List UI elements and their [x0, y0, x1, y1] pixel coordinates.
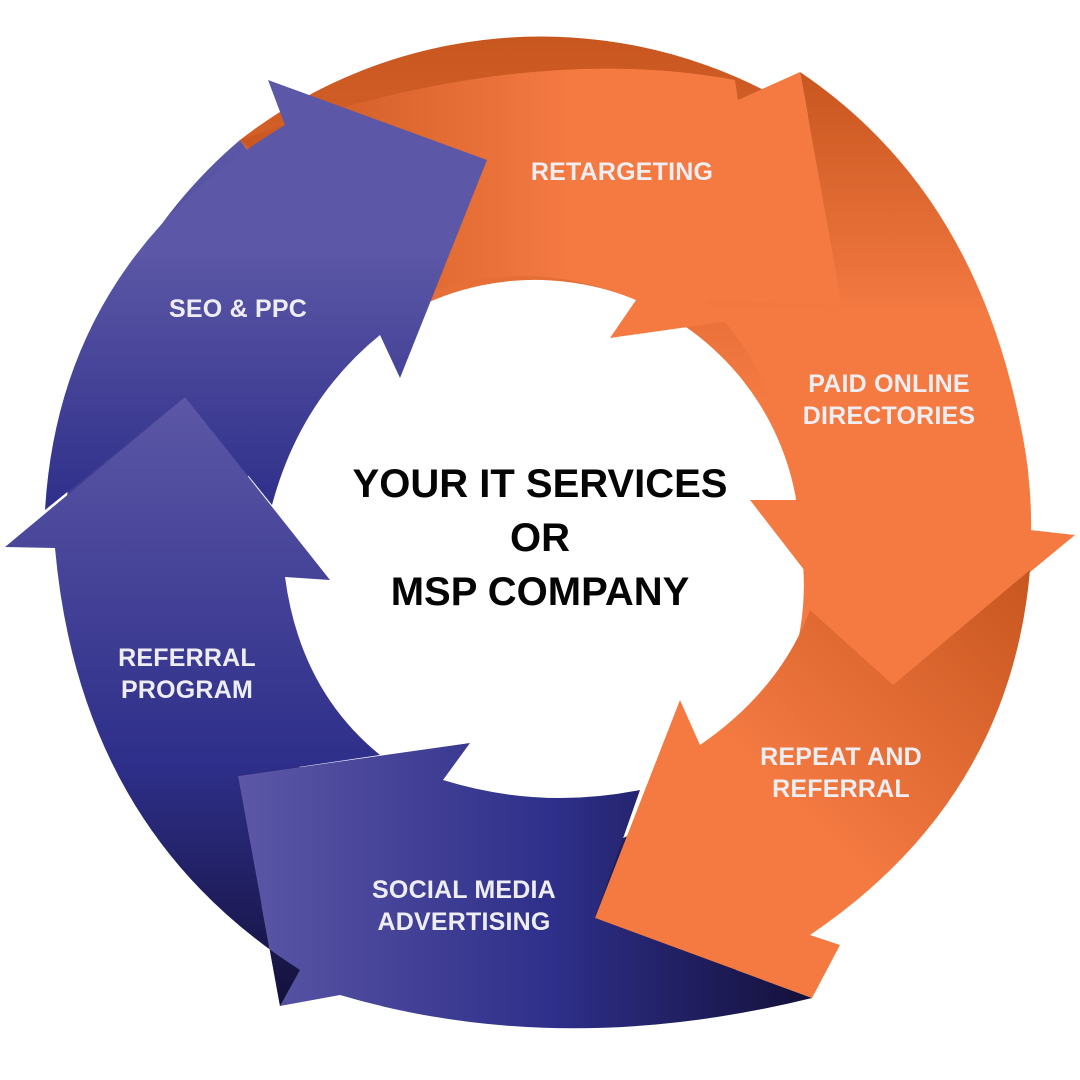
- label-paid-online-directories-line-1: PAID ONLINE: [808, 370, 970, 398]
- label-referral-program-line-1: REFERRAL: [118, 644, 256, 672]
- label-seo-ppc: SEO & PPC: [169, 293, 307, 325]
- center-title-line-1: YOUR IT SERVICES: [352, 462, 728, 506]
- segment-repeat-and-referral-shape: [595, 570, 1030, 998]
- label-social-media-advertising: SOCIAL MEDIA ADVERTISING: [372, 874, 556, 938]
- segment-seo-ppc-shape: [45, 80, 487, 510]
- segment-referral-program-shape: [5, 397, 380, 1006]
- label-paid-online-directories-line-2: DIRECTORIES: [802, 402, 976, 430]
- label-repeat-and-referral-line-1: REPEAT AND: [760, 743, 922, 771]
- center-title: YOUR IT SERVICES OR MSP COMPANY: [353, 457, 728, 619]
- label-referral-program-line-2: PROGRAM: [121, 676, 253, 704]
- label-repeat-and-referral: REPEAT AND REFERRAL: [760, 741, 922, 805]
- segment-paid-online-directories-shape: [705, 72, 1075, 685]
- center-title-line-3: MSP COMPANY: [390, 570, 690, 614]
- label-retargeting: RETARGETING: [531, 156, 713, 188]
- center-title-line-2: OR: [510, 516, 570, 560]
- label-social-media-advertising-line-1: SOCIAL MEDIA: [372, 876, 556, 904]
- label-retargeting-line-1: RETARGETING: [530, 158, 714, 186]
- label-seo-ppc-line-1: SEO & PPC: [169, 295, 307, 323]
- label-paid-online-directories: PAID ONLINE DIRECTORIES: [803, 368, 976, 432]
- label-repeat-and-referral-line-2: REFERRAL: [772, 775, 910, 803]
- label-referral-program: REFERRAL PROGRAM: [118, 642, 256, 706]
- segment-social-media-advertising-shape: [238, 743, 812, 1029]
- label-social-media-advertising-line-2: ADVERTISING: [377, 908, 551, 936]
